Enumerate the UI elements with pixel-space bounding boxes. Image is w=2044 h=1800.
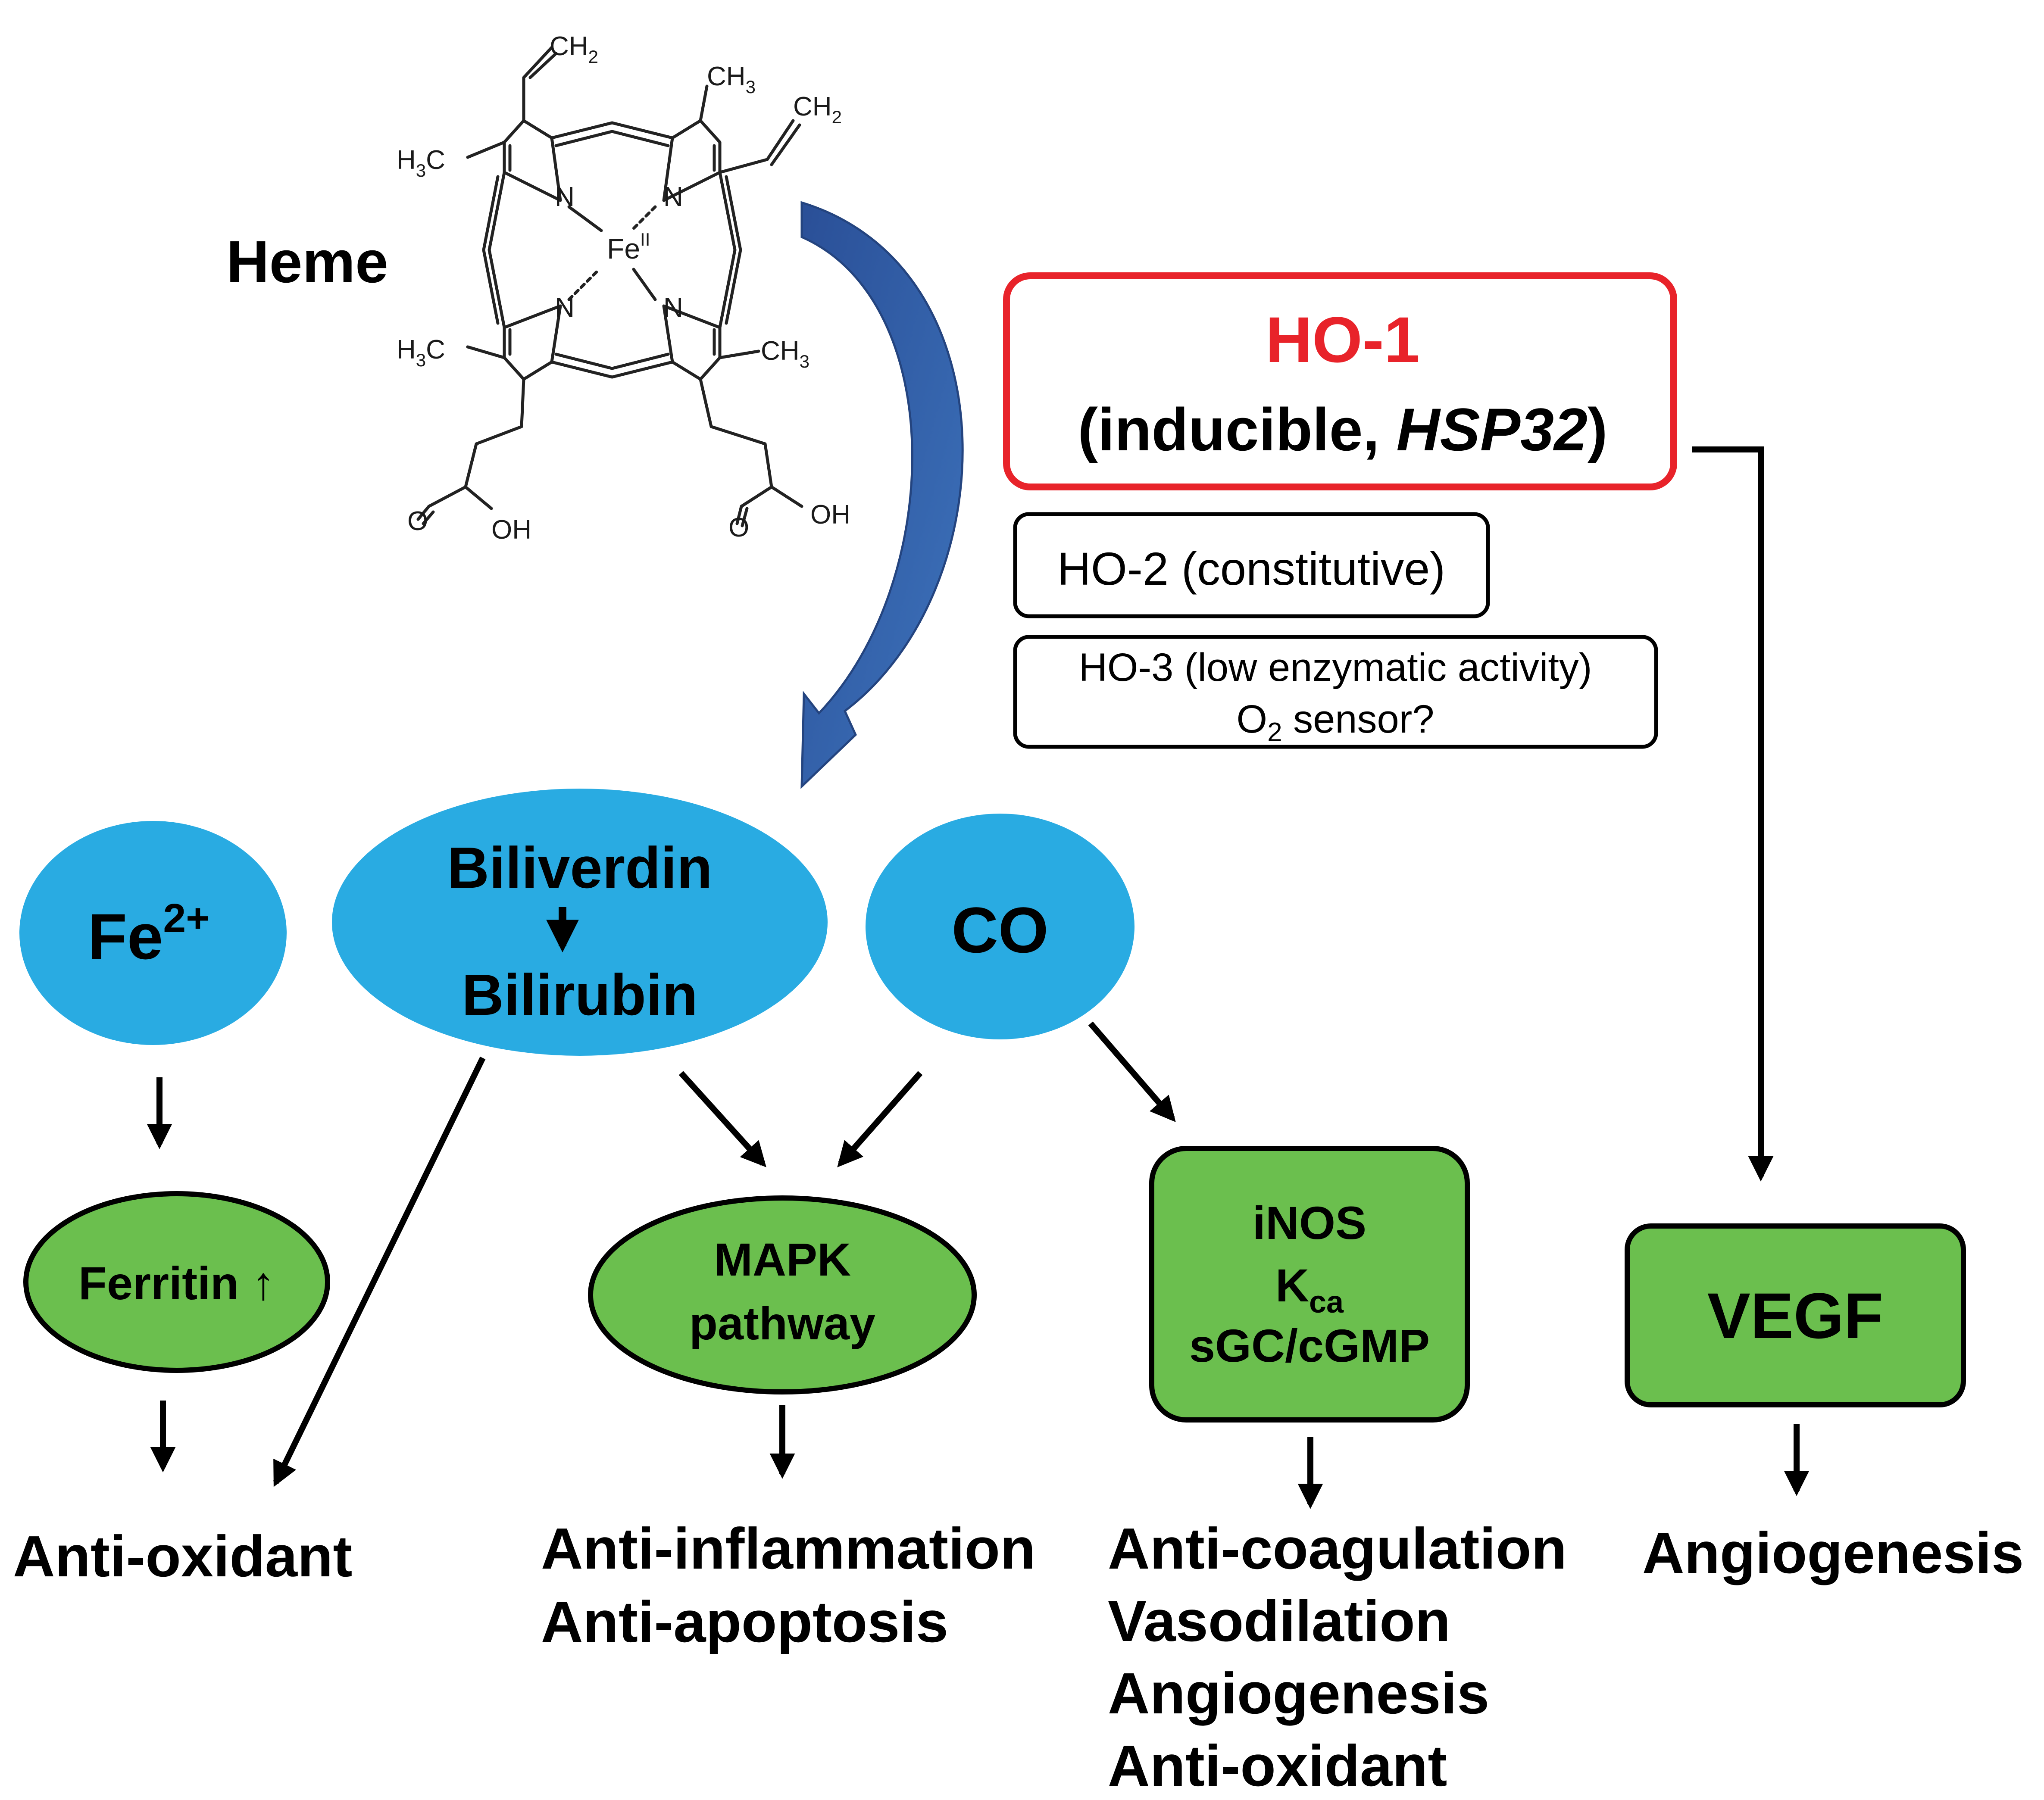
hydroxyl-oh-label: OH (491, 515, 531, 545)
ho2-label: HO-2 (constitutive) (1057, 543, 1445, 595)
pathway-arrows (147, 1021, 1810, 1509)
nitrogen-label: N (555, 181, 575, 212)
biliverdin-label: Biliverdin (447, 835, 712, 900)
ferritin-node (23, 1191, 330, 1373)
vegf-label: VEGF (1707, 1279, 1883, 1352)
heme-label: Heme (226, 229, 388, 295)
nitrogen-label: N (663, 292, 683, 323)
fe2-node (19, 821, 287, 1045)
inos-label: iNOS (1253, 1197, 1366, 1249)
antioxidant-outcome: Anti-oxidant (1108, 1733, 1447, 1798)
methyl-h3c-label: H3C (397, 145, 445, 181)
vegf-box (1625, 1223, 1966, 1407)
ho1-subtitle: (inducible, HSP32) (1078, 396, 1607, 463)
fe2-label: Fe2+ (88, 895, 209, 973)
methyl-ch3-label: CH3 (761, 336, 809, 371)
carbonyl-o-label: O (728, 513, 749, 543)
bilirubin-to-antioxidant-arrow (273, 1056, 486, 1487)
ho1-to-vegf-arrow (1692, 446, 1774, 1182)
heme-structure (416, 46, 803, 527)
catalysis-curved-arrow (800, 201, 964, 789)
methyl-h3c-label: H3C (397, 335, 445, 370)
mapk-label: MAPK (714, 1233, 851, 1285)
vasodilation-outcome: Vasodilation (1108, 1588, 1450, 1653)
methyl-ch3-label: CH3 (707, 62, 756, 97)
anti-coagulation-outcome: Anti-coagulation (1108, 1516, 1567, 1581)
kca-label: Kca (1275, 1259, 1344, 1320)
inos-box (1149, 1146, 1470, 1423)
vegf-angiogenesis-outcome: Angiogenesis (1642, 1520, 2024, 1585)
sgc-cgmp-label: sGC/cGMP (1189, 1320, 1430, 1372)
anti-apoptosis-outcome: Anti-apoptosis (541, 1589, 948, 1654)
co-to-mapk-arrow (837, 1071, 923, 1167)
co-to-inos-arrow (1088, 1021, 1176, 1122)
carbonyl-o-label: O (407, 506, 428, 536)
bilirubin-label: Bilirubin (462, 962, 697, 1027)
angiogenesis-outcome: Angiogenesis (1108, 1661, 1489, 1726)
nitrogen-label: N (663, 181, 683, 212)
anti-inflammation-outcome: Anti-inflammation (541, 1516, 1035, 1581)
ho1-box (1003, 272, 1677, 490)
ho2-box (1013, 512, 1490, 618)
vinyl-ch2-label: CH2 (793, 92, 842, 127)
mapk-node (588, 1195, 977, 1394)
iron-label: FeII (607, 229, 650, 265)
nitrogen-label: N (555, 292, 575, 323)
vinyl-ch2-label: CH2 (550, 31, 598, 67)
co-label: CO (952, 894, 1049, 966)
biliverdin-bilirubin-node (332, 789, 828, 1056)
hydroxyl-oh-label: OH (810, 500, 850, 530)
ferritin-label: Ferritin ↑ (78, 1257, 275, 1309)
ho3-line2: O2 sensor? (1237, 697, 1435, 747)
ho3-box (1013, 635, 1658, 749)
co-node (866, 814, 1135, 1039)
bilirubin-to-mapk-arrow (678, 1071, 766, 1167)
ho3-line1: HO-3 (low enzymatic activity) (1078, 646, 1592, 689)
pathway-label: pathway (689, 1297, 875, 1349)
heme-atom-labels: N N N N FeII CH2 CH3 CH2 H3C H3C CH3 O O… (397, 31, 850, 545)
antioxidant-outcome: Anti-oxidant (13, 1524, 352, 1589)
ho1-title: HO-1 (1266, 303, 1420, 376)
